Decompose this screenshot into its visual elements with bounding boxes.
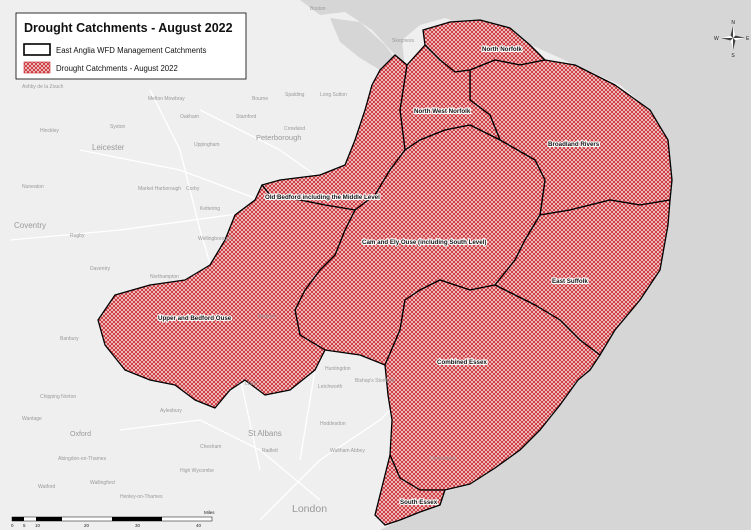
town-label: Ashby de la Zouch — [22, 84, 64, 90]
scale-tick: 40 — [196, 523, 202, 528]
catchment-combined-essex — [384, 279, 601, 491]
town-label: Letchworth — [318, 384, 343, 390]
town-label: Kettering — [200, 206, 220, 212]
catchment-label: East Suffolk — [552, 278, 588, 285]
catchment-label: Cam and Ely Ouse (including South Level) — [362, 239, 486, 246]
scale-tick: 20 — [84, 523, 90, 528]
town-label: Aylesbury — [160, 408, 182, 414]
legend-outline-swatch — [23, 43, 51, 56]
town-label: Bishop's Stortford — [355, 378, 395, 384]
compass-east: E — [746, 36, 750, 42]
town-label: Chipping Norton — [40, 394, 76, 400]
town-label: Chelmsford — [430, 456, 456, 462]
catchment-upper-bedford — [97, 184, 356, 409]
town-label: Wellingborough — [198, 236, 233, 242]
compass-west: W — [714, 36, 719, 42]
catchment-label: North Norfolk — [482, 46, 522, 53]
town-label: Long Sutton — [320, 92, 347, 98]
scale-tick: 10 — [35, 523, 41, 528]
town-label: St Albans — [248, 429, 282, 438]
the-wash — [330, 18, 398, 70]
town-label: London — [292, 503, 327, 515]
catchment-label: South Essex — [400, 499, 438, 506]
catchment-south-essex — [374, 454, 446, 526]
town-label: Coventry — [14, 221, 46, 230]
town-label: Chesham — [200, 444, 221, 450]
town-label: Corby — [186, 186, 200, 192]
town-label: Huntingdon — [325, 366, 351, 372]
town-label: Melton Mowbray — [148, 96, 185, 102]
legend-item-label: East Anglia WFD Management Catchments — [56, 46, 206, 55]
town-label: Luton — [245, 381, 258, 387]
town-label: Stamford — [236, 114, 257, 120]
town-label: Banbury — [60, 336, 79, 342]
town-labels: Spalding Long Sutton Melton Mowbray Stam… — [14, 6, 456, 515]
town-label: Hinckley — [40, 128, 59, 134]
scale-tick: 0 — [11, 523, 14, 528]
catchment-label: Broadland Rivers — [548, 141, 600, 148]
catchment-east-suffolk — [494, 199, 671, 356]
town-label: Oxford — [70, 431, 91, 438]
town-label: Daventry — [90, 266, 111, 272]
town-label: Radlett — [262, 448, 278, 454]
legend-hatch-swatch — [23, 61, 51, 74]
catchment-label: Old Bedford including the Middle Level — [265, 194, 380, 201]
town-label: Leicester — [92, 143, 125, 152]
town-label: Bourne — [252, 96, 268, 102]
town-label: Rugby — [70, 233, 85, 239]
catchment-labels: North Norfolk North West Norfolk Broadla… — [157, 45, 601, 507]
town-label: Nuneaton — [22, 184, 44, 190]
scale-unit: Miles — [204, 510, 215, 515]
town-label: Boston — [310, 6, 326, 12]
town-label: Syston — [110, 124, 126, 130]
town-label: Bedford — [258, 314, 276, 320]
town-label: Uppingham — [194, 142, 220, 148]
town-label: Skegness — [392, 38, 414, 44]
town-label: Wallingford — [90, 480, 115, 486]
legend-item-label: Drought Catchments - August 2022 — [56, 64, 178, 73]
town-label: Market Harborough — [138, 186, 181, 192]
town-label: Northampton — [150, 274, 179, 280]
town-label: Hoddesdon — [320, 421, 346, 427]
compass-south: S — [731, 53, 735, 59]
town-label: Waltham Abbey — [330, 448, 365, 454]
scale-tick: 5 — [23, 523, 26, 528]
town-label: Henley-on-Thames — [120, 494, 163, 500]
town-label: High Wycombe — [180, 468, 214, 474]
legend-title: Drought Catchments - August 2022 — [24, 21, 233, 35]
scale-tick: 30 — [135, 523, 141, 528]
scale-bar: 0 5 10 20 30 40 Miles — [11, 510, 215, 528]
catchment-label: North West Norfolk — [414, 108, 471, 115]
town-label: Abingdon-on-Thames — [58, 456, 107, 462]
catchment-label: Upper and Bedford Ouse — [158, 315, 232, 322]
town-label: Spalding — [285, 92, 305, 98]
town-label: Peterborough — [256, 133, 301, 142]
town-label: Crowland — [284, 126, 305, 132]
town-label: Wantage — [22, 416, 42, 422]
legend-box — [15, 12, 247, 80]
compass-rose: N S E W — [714, 20, 750, 59]
catchment-label: Combined Essex — [437, 359, 487, 366]
legend: Drought Catchments - August 2022 East An… — [15, 12, 247, 80]
compass-north: N — [731, 20, 735, 26]
town-label: Watford — [38, 484, 56, 490]
catchments-layer — [97, 19, 673, 526]
town-label: Oakham — [180, 114, 199, 120]
